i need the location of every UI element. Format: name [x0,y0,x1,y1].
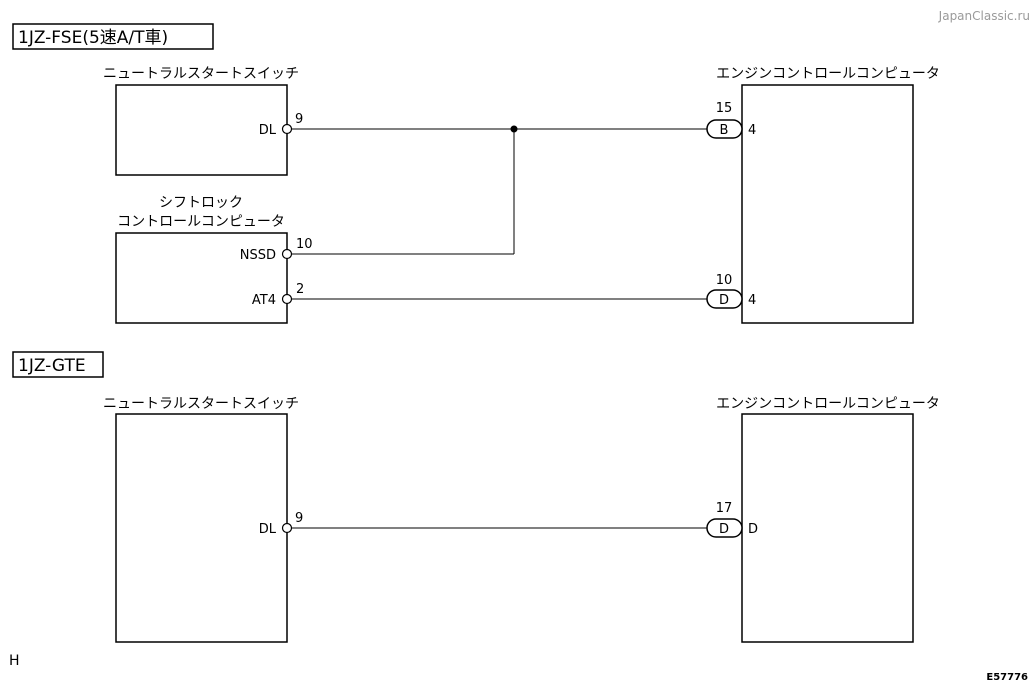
connector-b-pin: 15 [716,101,733,116]
figure-id: E57776 [986,672,1028,683]
connector-d-letter: D [719,293,729,308]
gte-connector-d-letter: D [719,522,729,537]
shift-lock-label-line1: シフトロック [159,195,243,211]
gte-connector-d-pin: 17 [716,501,733,516]
connector-d-terminal: 4 [748,293,756,308]
gte-dl-terminal-circle [281,522,293,534]
watermark: JapanClassic.ru [938,9,1030,23]
at4-terminal-circle [281,293,293,305]
dl-terminal-label: DL [259,123,277,138]
engine-ecu-box [741,84,914,324]
junction-dot [510,125,518,133]
gte-neutral-switch-label: ニュートラルスタートスイッチ [103,396,299,412]
gte-engine-ecu-box [741,413,914,643]
nssd-terminal-label: NSSD [240,248,276,263]
at4-pin-number: 2 [296,282,304,297]
corner-letter: H [9,653,20,669]
dl-pin-number: 9 [295,112,303,127]
section-gte-title: 1JZ-GTE [18,356,86,376]
connector-b [706,119,743,139]
section-gte-title-box [12,351,104,378]
gte-engine-ecu-label: エンジンコントロールコンピュータ [716,396,940,412]
gte-connector-d-terminal: D [748,522,758,537]
shift-lock-label-line2: コントロールコンピュータ [117,214,285,230]
neutral-switch-label: ニュートラルスタートスイッチ [103,66,299,82]
engine-ecu-label: エンジンコントロールコンピュータ [716,66,940,82]
nssd-terminal-circle [281,248,293,260]
at4-terminal-label: AT4 [252,293,276,308]
connector-b-terminal: 4 [748,123,756,138]
gte-dl-terminal-label: DL [259,522,277,537]
section-fse-title-box [12,23,214,50]
connector-d [706,289,743,309]
nssd-pin-number: 10 [296,237,313,252]
gte-connector-d [706,518,743,538]
section-fse-title: 1JZ-FSE(5速A/T車) [18,28,168,48]
connector-b-letter: B [720,123,729,138]
shift-lock-box [115,232,288,324]
dl-terminal-circle [281,123,293,135]
connector-d-pin: 10 [716,273,733,288]
section-fse: 1JZ-FSE(5速A/T車) ニュートラルスタートスイッチ DL 9 シフトロ… [12,23,940,324]
section-gte: 1JZ-GTE ニュートラルスタートスイッチ DL 9 エンジンコントロールコン… [12,351,940,643]
gte-dl-pin-number: 9 [295,511,303,526]
